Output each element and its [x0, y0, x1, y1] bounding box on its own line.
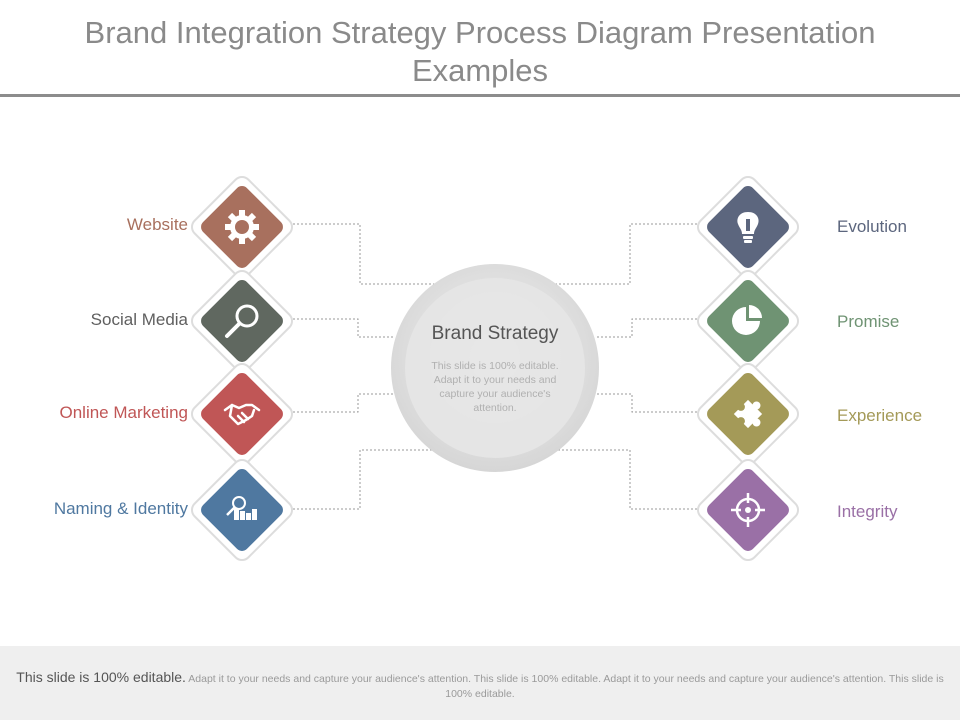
magnifier-icon	[225, 304, 259, 338]
connector-integrity	[550, 449, 705, 510]
center-title: Brand Strategy	[431, 323, 559, 344]
diamond-evolution[interactable]	[694, 173, 801, 280]
label-online-marketing: Online Marketing	[59, 403, 188, 422]
label-experience: Experience	[837, 406, 923, 425]
puzzle-icon	[733, 399, 763, 429]
connector-lines	[285, 223, 705, 510]
handshake-icon	[223, 403, 261, 426]
connector-social-media	[285, 318, 395, 338]
diamond-online-marketing[interactable]	[188, 360, 295, 467]
footer-bar	[0, 646, 960, 720]
connector-promise	[597, 318, 705, 338]
footer-lead: This slide is 100% editable.	[16, 669, 186, 685]
gear-icon	[225, 210, 259, 244]
footer-body: Adapt it to your needs and capture your …	[188, 673, 944, 700]
diamond-integrity[interactable]	[694, 456, 801, 563]
label-website: Website	[126, 215, 188, 234]
lightbulb-icon	[737, 212, 759, 243]
connector-naming-identity	[285, 449, 440, 510]
analytics-icon	[226, 496, 257, 520]
label-integrity: Integrity	[837, 502, 898, 521]
title-divider	[0, 94, 960, 97]
diamond-experience[interactable]	[694, 360, 801, 467]
label-social-media: Social Media	[90, 310, 188, 329]
center-body: This slide is 100% editable. Adapt it to…	[431, 360, 559, 414]
pie-chart-icon	[732, 305, 762, 335]
label-promise: Promise	[837, 312, 900, 331]
diamond-naming-identity[interactable]	[188, 456, 295, 563]
label-naming-identity: Naming & Identity	[53, 499, 188, 518]
center-circle-inner	[405, 278, 585, 458]
slide-title: Brand Integration Strategy Process Diagr…	[84, 15, 876, 88]
target-icon	[731, 493, 765, 527]
connector-online-marketing	[285, 393, 395, 413]
diamond-social-media[interactable]	[188, 267, 295, 374]
diamond-promise[interactable]	[694, 267, 801, 374]
connector-experience	[597, 393, 705, 413]
label-evolution: Evolution	[837, 217, 907, 236]
connector-website	[285, 223, 440, 285]
diamond-website[interactable]	[188, 173, 295, 280]
footer-text: This slide is 100% editable. Adapt it to…	[10, 670, 950, 702]
connector-evolution	[550, 223, 705, 285]
